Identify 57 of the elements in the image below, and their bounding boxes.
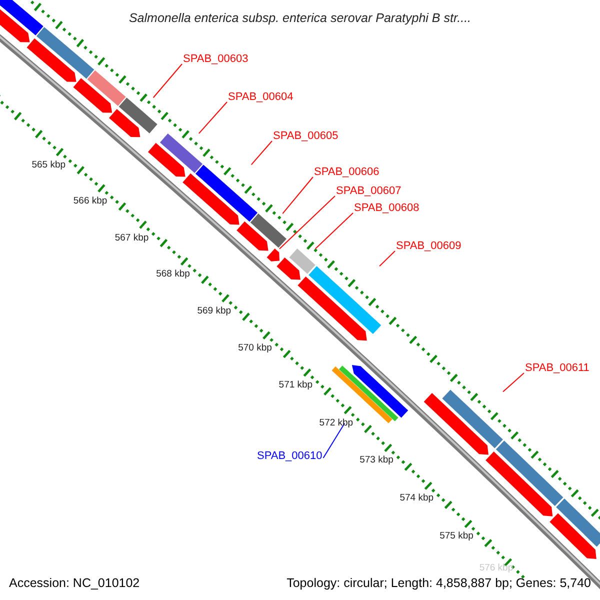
gene-block bbox=[195, 164, 258, 222]
gene-label: SPAB_00611 bbox=[525, 362, 590, 374]
gene-block bbox=[289, 248, 316, 274]
leader-line bbox=[152, 64, 182, 98]
gene-block bbox=[424, 393, 488, 455]
gene-block bbox=[182, 173, 240, 225]
scale-label: 574 kbp bbox=[400, 492, 434, 504]
gene-block bbox=[276, 257, 300, 280]
gene-block bbox=[87, 70, 126, 106]
scale-label: 573 kbp bbox=[360, 454, 394, 466]
leader-line bbox=[250, 140, 272, 166]
gene-label: SPAB_00604 bbox=[228, 91, 294, 103]
gene-block bbox=[26, 38, 76, 82]
diagram-title: Salmonella enterica subsp. enterica serovar Paratyphi B str.... bbox=[128, 11, 472, 25]
gene-block bbox=[486, 452, 553, 516]
leader-line bbox=[502, 372, 524, 392]
scale-label: 572 kbp bbox=[319, 417, 354, 428]
gene-block bbox=[118, 98, 158, 134]
scale-label: 571 kbp bbox=[278, 380, 313, 391]
scale-label: 568 kbp bbox=[156, 268, 190, 280]
gene-block bbox=[36, 26, 94, 79]
scale-label: 569 kbp bbox=[197, 305, 232, 316]
gene-label: SPAB_00609 bbox=[396, 240, 462, 252]
leader-line bbox=[314, 212, 354, 250]
gene-block bbox=[556, 498, 600, 547]
gene-block bbox=[496, 440, 564, 506]
gene-block bbox=[308, 266, 382, 334]
gene-label: SPAB_00607 bbox=[336, 185, 402, 197]
scale-label: 567 kbp bbox=[114, 232, 149, 243]
gene-block bbox=[442, 390, 503, 448]
gene-block bbox=[266, 248, 280, 262]
gene-block bbox=[236, 221, 268, 251]
gene-label: SPAB_00608 bbox=[354, 202, 420, 214]
scale-label: 565 kbp bbox=[32, 159, 66, 170]
leader-line bbox=[198, 102, 228, 134]
scale-label: 575 kbp bbox=[440, 530, 474, 542]
gene-block bbox=[148, 142, 186, 177]
gene-label: SPAB_00610 bbox=[257, 450, 322, 462]
gene-block bbox=[109, 108, 140, 138]
info-text: Accession: NC_010102 bbox=[9, 576, 140, 590]
gene-block bbox=[160, 133, 203, 173]
gene-label: SPAB_00606 bbox=[314, 166, 380, 178]
gene-block bbox=[550, 513, 596, 560]
gene-label: SPAB_00605 bbox=[273, 130, 338, 142]
gene-block bbox=[73, 78, 112, 113]
scale-label: 566 kbp bbox=[73, 196, 108, 207]
leader-line bbox=[278, 196, 336, 250]
scale-label: 570 kbp bbox=[238, 342, 272, 354]
leader-line bbox=[322, 422, 346, 458]
leader-line bbox=[379, 250, 396, 267]
gene-block bbox=[298, 276, 367, 341]
leader-line bbox=[282, 176, 314, 214]
gene-block bbox=[250, 214, 286, 248]
gene-label: SPAB_00603 bbox=[183, 53, 248, 65]
info-text: Topology: circular; Length: 4,858,887 bp; Genes: 5,740 bbox=[286, 576, 591, 590]
gene-block bbox=[352, 364, 408, 418]
gene-block bbox=[0, 0, 44, 36]
